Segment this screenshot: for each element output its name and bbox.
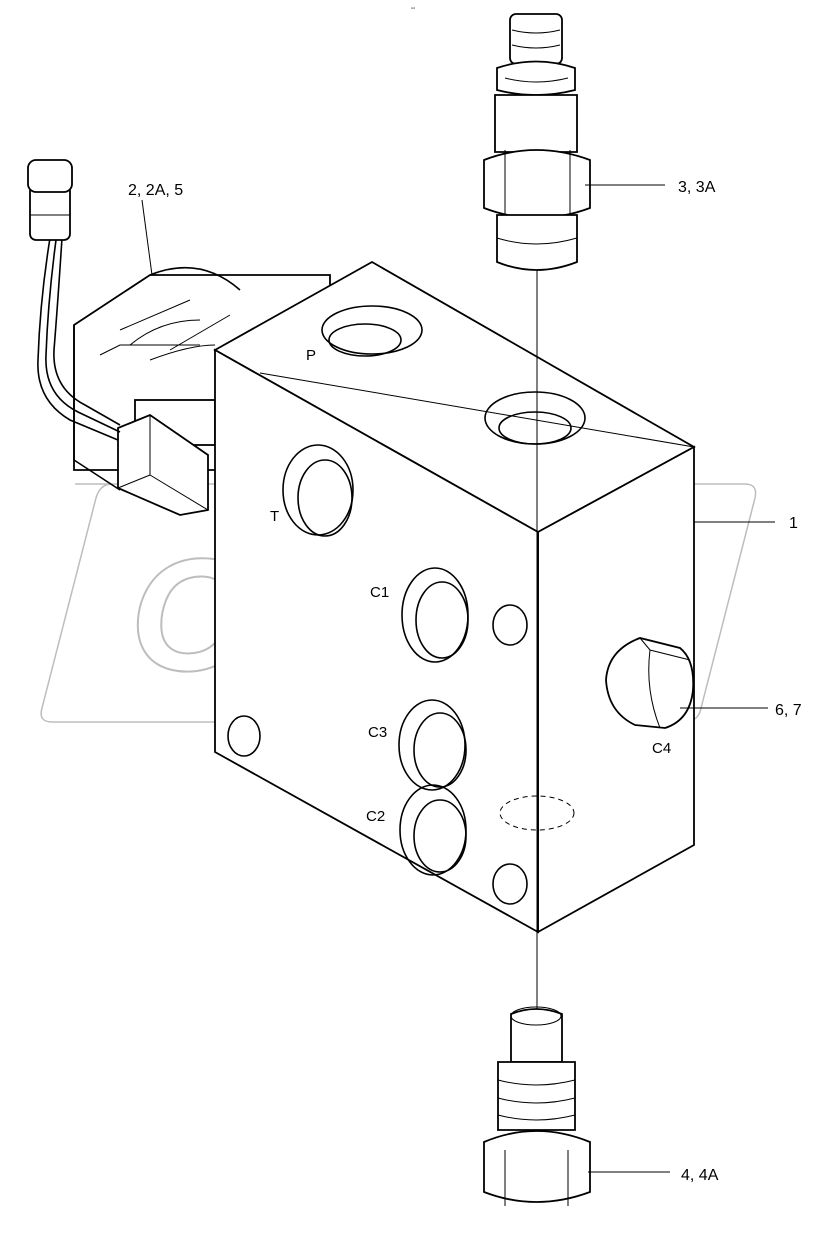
callout-bottom-fitting: 4, 4A xyxy=(681,1167,719,1184)
port-label-p: P xyxy=(306,347,316,364)
valve-body xyxy=(213,260,696,934)
port-c1-opening xyxy=(401,567,469,663)
small-bore-2 xyxy=(227,715,261,757)
port-c3-opening xyxy=(398,699,467,791)
port-label-c2: C2 xyxy=(366,808,385,825)
leader-lines xyxy=(141,184,775,1173)
hidden-bottom-port xyxy=(499,795,575,831)
port-label-c1: C1 xyxy=(370,584,389,601)
small-bore-3 xyxy=(492,863,528,905)
port-p-opening xyxy=(321,305,423,357)
callout-solenoid: 2, 2A, 5 xyxy=(128,182,183,199)
callout-top-fitting: 3, 3A xyxy=(678,179,716,196)
wire-harness xyxy=(27,159,121,441)
port-c2-opening xyxy=(399,784,467,876)
header-mark: ▫▫ xyxy=(411,6,415,12)
top-center-opening xyxy=(484,391,586,445)
port-label-c4: C4 xyxy=(652,740,671,757)
side-plug xyxy=(605,637,695,729)
small-bore-1 xyxy=(492,604,528,646)
callout-body: 1 xyxy=(789,515,798,532)
callout-plug: 6, 7 xyxy=(775,702,802,719)
port-label-t: T xyxy=(270,508,279,525)
top-fitting xyxy=(483,13,591,271)
connector-plug xyxy=(29,184,71,241)
port-label-c3: C3 xyxy=(368,724,387,741)
port-t-opening xyxy=(282,444,354,537)
bottom-fitting xyxy=(483,1006,591,1206)
